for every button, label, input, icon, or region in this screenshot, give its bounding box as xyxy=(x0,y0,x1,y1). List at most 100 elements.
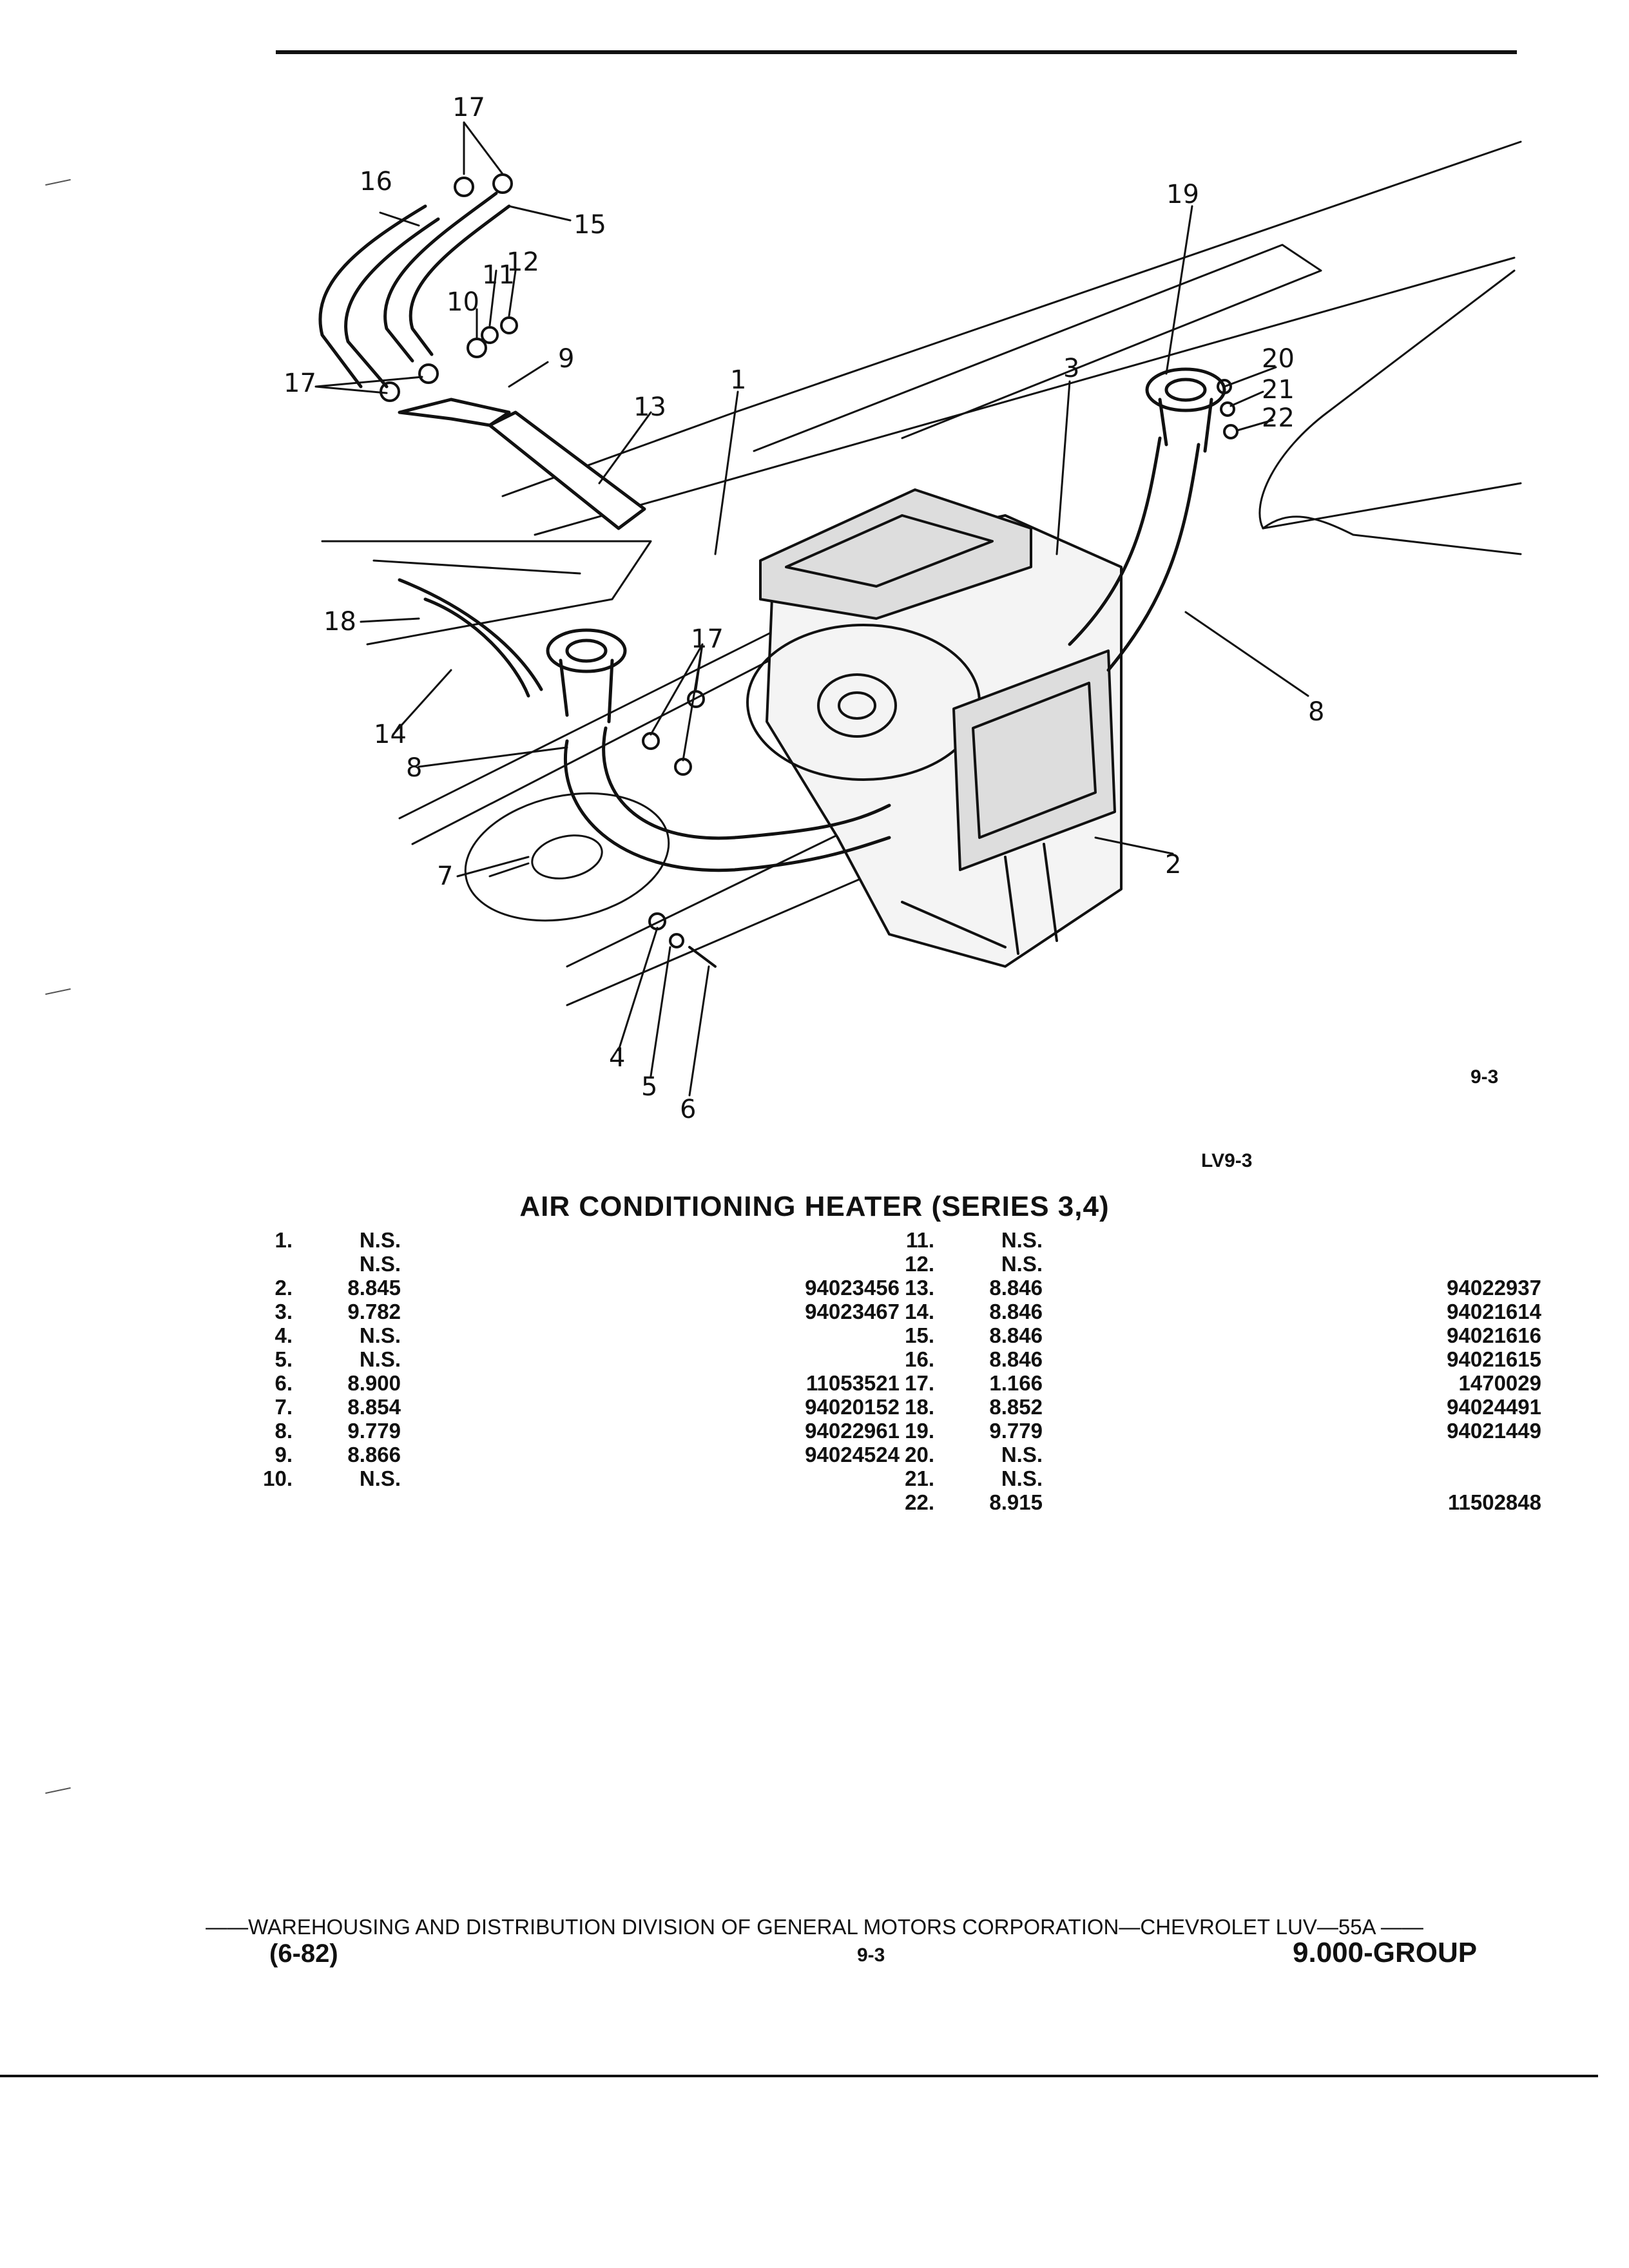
group-code: 8.854 xyxy=(347,1395,401,1419)
leader-lines xyxy=(314,121,1309,1097)
group-code: 8.846 xyxy=(989,1276,1043,1300)
item-number: 21. xyxy=(905,1466,934,1490)
callout-17a: 17 xyxy=(452,93,485,122)
group-code: 8.845 xyxy=(347,1276,401,1300)
part-number: 94021615 xyxy=(1447,1347,1541,1371)
figure-number-small: 9-3 xyxy=(1470,1066,1499,1088)
callout-11: 11 xyxy=(482,260,515,290)
callout-19: 19 xyxy=(1166,180,1199,209)
callout-13: 13 xyxy=(633,392,666,422)
group-code: 9.782 xyxy=(347,1300,401,1323)
callout-numbers: 1 2 3 4 5 6 7 8 8 9 10 11 12 13 14 15 16… xyxy=(284,93,1324,1124)
part-number: 94021616 xyxy=(1447,1323,1541,1347)
part-number: 94022961 xyxy=(805,1419,900,1443)
figure-code: LV9-3 xyxy=(1201,1150,1253,1171)
part-number: 94024524 xyxy=(805,1443,900,1466)
callout-22: 22 xyxy=(1262,403,1295,433)
part-number: 94024491 xyxy=(1447,1395,1541,1419)
group-code: N.S. xyxy=(359,1347,401,1371)
callout-9: 9 xyxy=(558,344,574,374)
margin-mark xyxy=(45,1787,71,1794)
group-code: 8.846 xyxy=(989,1300,1043,1323)
callout-5: 5 xyxy=(641,1072,657,1102)
group-code: N.S. xyxy=(359,1466,401,1490)
item-number: 15. xyxy=(905,1323,934,1347)
bottom-rule xyxy=(0,2075,1598,2077)
group-code: 8.915 xyxy=(989,1490,1043,1514)
part-number: 94021614 xyxy=(1447,1300,1541,1323)
part-number: 11053521 xyxy=(805,1371,900,1395)
fasteners-drawing xyxy=(380,173,1239,968)
item-number: 2. xyxy=(275,1276,293,1300)
part-number: 94020152 xyxy=(805,1395,900,1419)
part-number: 94023456 xyxy=(805,1276,900,1300)
item-number: 17. xyxy=(905,1371,934,1395)
exploded-parts-diagram: 1 2 3 4 5 6 7 8 8 9 10 11 12 13 14 15 16… xyxy=(284,93,1522,1124)
item-number: 22. xyxy=(905,1490,934,1514)
callout-1: 1 xyxy=(730,365,746,395)
item-number: 18. xyxy=(905,1395,934,1419)
callout-15: 15 xyxy=(574,210,606,240)
flex-hose-drawing xyxy=(546,367,1226,872)
footer-publisher: ——WAREHOUSING AND DISTRIBUTION DIVISION … xyxy=(206,1915,1423,1939)
item-number: 8. xyxy=(275,1419,293,1443)
part-number: 11502848 xyxy=(1447,1490,1541,1514)
footer-date: (6-82) xyxy=(269,1939,338,1968)
item-number: 10. xyxy=(263,1466,293,1490)
group-code: N.S. xyxy=(359,1323,401,1347)
part-number: 1470029 xyxy=(1458,1371,1541,1395)
group-code: N.S. xyxy=(1001,1228,1043,1252)
item-number: 16. xyxy=(905,1347,934,1371)
group-code: 8.866 xyxy=(347,1443,401,1466)
steering-wheel xyxy=(464,792,670,922)
callout-16: 16 xyxy=(360,167,392,197)
group-code: 8.852 xyxy=(989,1395,1043,1419)
group-code: 1.166 xyxy=(989,1371,1043,1395)
top-rule xyxy=(276,50,1517,54)
callout-8: 8 xyxy=(406,753,422,783)
item-number: 11. xyxy=(905,1228,934,1252)
group-code: N.S. xyxy=(359,1228,401,1252)
item-number: 7. xyxy=(275,1395,293,1419)
item-number: 1. xyxy=(275,1228,293,1252)
group-code: 9.779 xyxy=(347,1419,401,1443)
footer-page-number: 9-3 xyxy=(857,1945,885,1966)
heater-hoses-drawing xyxy=(318,191,646,698)
callout-21: 21 xyxy=(1262,375,1295,405)
callout-14: 14 xyxy=(374,720,407,749)
part-number: 94023467 xyxy=(805,1300,900,1323)
callout-20: 20 xyxy=(1262,344,1295,374)
group-code: N.S. xyxy=(359,1252,401,1276)
item-number: 12. xyxy=(905,1252,934,1276)
callout-18: 18 xyxy=(323,607,356,637)
item-number: 20. xyxy=(905,1443,934,1466)
footer-group: 9.000-GROUP xyxy=(1293,1937,1478,1968)
callout-17b: 17 xyxy=(284,369,316,398)
callout-17c: 17 xyxy=(691,624,724,654)
item-number: 3. xyxy=(275,1300,293,1323)
part-number: 94021449 xyxy=(1447,1419,1541,1443)
callout-4: 4 xyxy=(609,1043,625,1073)
group-code: 9.779 xyxy=(989,1419,1043,1443)
item-number: 6. xyxy=(275,1371,293,1395)
item-number: 5. xyxy=(275,1347,293,1371)
callout-3: 3 xyxy=(1063,354,1079,383)
item-number: 19. xyxy=(905,1419,934,1443)
group-code: 8.846 xyxy=(989,1323,1043,1347)
callout-6: 6 xyxy=(680,1095,696,1124)
group-code: 8.846 xyxy=(989,1347,1043,1371)
group-code: N.S. xyxy=(1001,1466,1043,1490)
group-code: 8.900 xyxy=(347,1371,401,1395)
callout-10: 10 xyxy=(447,287,479,317)
callout-2: 2 xyxy=(1165,850,1181,879)
callout-7: 7 xyxy=(437,861,453,891)
heater-unit-drawing xyxy=(746,488,1123,968)
item-number: 14. xyxy=(905,1300,934,1323)
callout-8b: 8 xyxy=(1308,697,1324,727)
group-code: N.S. xyxy=(1001,1443,1043,1466)
item-number: 4. xyxy=(275,1323,293,1347)
group-code: N.S. xyxy=(1001,1252,1043,1276)
parts-list-title: AIR CONDITIONING HEATER (SERIES 3,4) xyxy=(519,1191,1110,1222)
item-number: 9. xyxy=(275,1443,293,1466)
item-number: 13. xyxy=(905,1276,934,1300)
